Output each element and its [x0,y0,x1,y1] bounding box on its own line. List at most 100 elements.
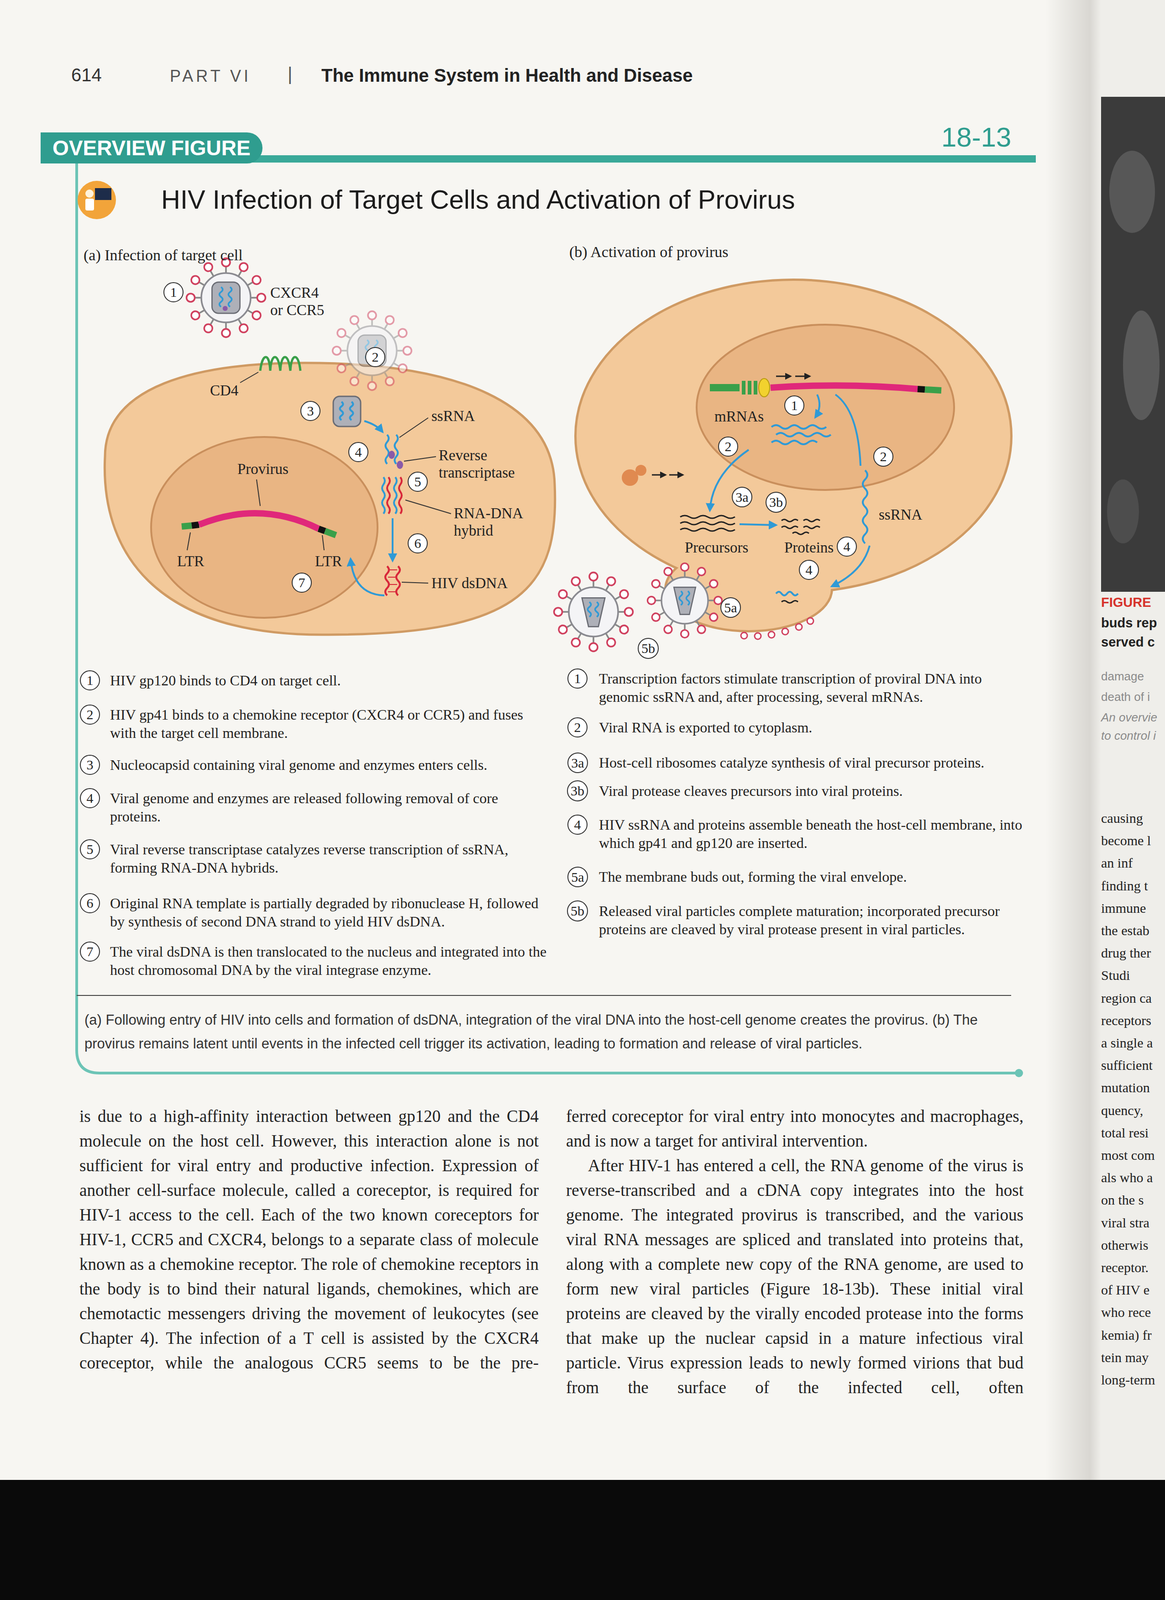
callout-number-text: 2 [86,707,94,722]
callout-number: 3b [765,491,787,513]
callout-number-text: 2 [574,720,582,735]
callout-number-text: 5 [414,474,422,489]
callout-number: 5a [567,866,588,887]
next-page-fragment: damage [1101,669,1145,684]
part-label: HIV dsDNA [431,574,508,592]
next-page-fragment: long-term [1101,1371,1155,1388]
callout-number-text: 3a [735,490,749,504]
next-page-fragment: total resi [1101,1124,1149,1141]
body-text: After HIV-1 has entered a cell, the RNA … [566,1153,1024,1400]
callout-number: 3a [731,486,753,508]
running-head: The Immune System in Health and Disease [321,65,693,86]
callout-number-text: 4 [86,791,94,805]
callout-number: 4 [348,441,369,462]
callout-number-text: 5a [571,870,584,884]
section-tab-text: OVERVIEW FIGURE [52,136,251,160]
next-page-fragment: als who a [1101,1169,1153,1186]
callout-number: 1 [79,670,100,691]
callout-number: 4 [836,536,857,557]
callout-number: 3a [567,752,588,773]
callout-number-text: 3b [769,495,783,510]
next-page-fragment: who rece [1101,1304,1151,1320]
figure-frame [40,155,1036,1077]
callout-number-text: 1 [170,285,178,300]
callout-number: 2 [567,717,588,738]
panel-label: (a) Infection of target cell [83,246,243,264]
callout-number: 1 [784,395,805,416]
callout-number: 4 [79,787,100,809]
next-page-fragment: otherwis [1101,1237,1149,1253]
callout-number: 2 [79,704,100,725]
part-label: CD4 [209,381,239,399]
callout-number-text: 3 [86,757,94,772]
next-page-fragment: immune [1101,900,1146,916]
next-page-fragment: the estab [1101,922,1150,939]
next-page-fragment: Studi [1101,967,1130,983]
callout-number-text: 3b [570,783,585,798]
callout-number-text: 5b [570,903,585,918]
figure-caption: (a) Following entry of HIV into cells an… [84,1007,1016,1056]
next-page-fragment: buds rep [1101,615,1157,631]
step-text: Original RNA template is partially degra… [110,893,549,931]
separator-bar: | [287,63,293,85]
part-label: RNA-DNA hybrid [453,504,541,540]
callout-number-text: 4 [843,539,851,554]
step-text: The viral dsDNA is then translocated to … [110,942,549,979]
callout-number-text: 5b [641,641,656,656]
next-page-fragment: kemia) fr [1101,1327,1152,1343]
part-label: mRNAs [714,407,764,426]
callout-number: 3 [79,754,100,775]
part-label: Proteins [784,538,834,557]
part-label: PART VI [169,66,252,86]
callout-number-text: 6 [86,896,94,910]
next-page-fragment: mutation [1101,1079,1150,1096]
part-label: ssRNA [878,505,923,524]
section-tab: OVERVIEW FIGURE [40,132,263,164]
callout-number: 5 [79,839,100,860]
step-text: Nucleocapsid containing viral genome and… [110,755,549,774]
next-page-fragment: death of i [1101,689,1150,704]
callout-number: 4 [798,559,819,580]
callout-number-text: 1 [791,398,798,413]
next-page-fragment: causing [1101,810,1144,826]
callout-number-text: 7 [298,575,306,590]
part-label: LTR [314,552,342,570]
step-text: HIV gp41 binds to a chemokine receptor (… [110,705,549,742]
callout-number: 4 [567,814,588,835]
step-text: Viral RNA is exported to cytoplasm. [598,718,1024,737]
callout-number: 7 [79,941,100,962]
part-label: ssRNA [431,407,475,425]
part-label: Provirus [237,460,289,478]
next-page-fragment: region ca [1101,990,1152,1006]
page-number: 614 [71,64,102,86]
infected-cell-b [554,280,1011,651]
callout-number-text: 4 [355,445,363,459]
callout-number-text: 3a [571,755,584,770]
callout-number-text: 2 [372,350,379,364]
next-page-fragment: most com [1101,1147,1155,1163]
figure-title: HIV Infection of Target Cells and Activa… [161,183,795,215]
next-page-fragment: receptors [1101,1012,1152,1029]
callout-number-text: 5 [86,842,94,856]
part-label: Reverse transcriptase [438,446,526,482]
callout-number-text: 3 [307,404,315,418]
callout-number-text: 5a [724,600,737,615]
callout-number: 7 [291,572,312,593]
panel-label: (b) Activation of provirus [569,243,729,261]
step-text: Host-cell ribosomes catalyze synthesis o… [598,753,1024,772]
step-text: Released viral particles complete matura… [598,901,1024,939]
callout-number: 3b [566,780,588,802]
callout-number: 5 [407,471,428,492]
callout-number-text: 1 [86,673,94,688]
next-page-fragment: on the s [1101,1191,1144,1208]
next-page-fragment: drug ther [1101,944,1151,961]
next-page-fragment: tein may [1101,1349,1149,1365]
next-page-fragment: an inf [1101,855,1133,871]
callout-number-text: 2 [880,449,887,464]
callout-number: 5b [566,900,588,922]
next-page-fragment: a single a [1101,1034,1153,1051]
next-page-fragment: FIGURE [1101,594,1152,610]
callout-number: 2 [365,346,386,368]
callout-number-text: 2 [724,439,732,454]
callout-number: 6 [79,892,100,914]
